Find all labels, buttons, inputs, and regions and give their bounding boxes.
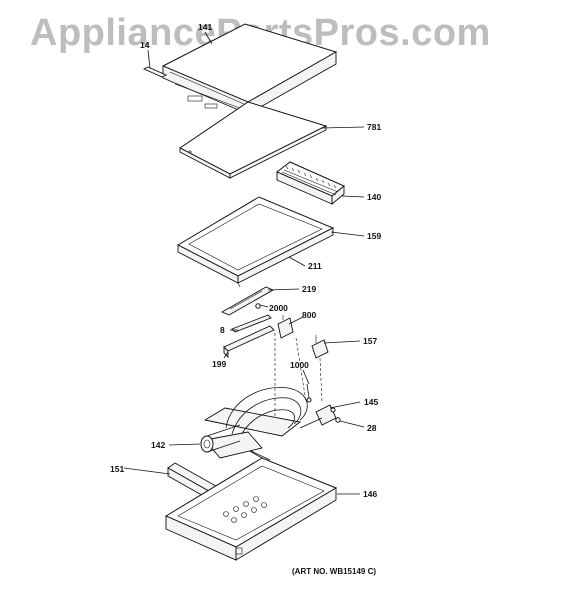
part-781-plate[interactable] <box>179 101 328 179</box>
leader-lines <box>123 31 365 495</box>
callout-800: 800 <box>302 310 316 320</box>
part-140-grille[interactable] <box>276 161 345 205</box>
callout-1000: 1000 <box>290 360 309 370</box>
part-146-drip-pan[interactable] <box>164 457 338 561</box>
callout-211: 211 <box>308 261 322 271</box>
callout-159: 159 <box>367 231 381 241</box>
burner-assembly[interactable] <box>203 386 308 461</box>
callout-151: 151 <box>110 464 124 474</box>
callout-labels: 141 14 781 140 159 211 219 2000 8 800 15… <box>110 22 381 499</box>
part-28-orifice[interactable] <box>335 417 341 423</box>
callout-219: 219 <box>302 284 316 294</box>
callout-141: 141 <box>198 22 212 32</box>
callout-28: 28 <box>367 423 377 433</box>
part-159-griddle-tray[interactable] <box>176 196 335 288</box>
part-141-cover[interactable] <box>161 23 338 115</box>
callout-142: 142 <box>151 440 165 450</box>
art-number: (ART NO. WB15149 C) <box>292 567 376 576</box>
callout-145: 145 <box>364 397 378 407</box>
callout-199: 199 <box>212 359 226 369</box>
part-2000-screw[interactable] <box>255 303 261 309</box>
part-800-bracket[interactable] <box>277 315 294 339</box>
part-1000-pin[interactable] <box>306 383 312 403</box>
part-145-valve[interactable] <box>299 404 337 429</box>
callout-8: 8 <box>220 325 225 335</box>
part-199-bracket[interactable] <box>223 325 275 359</box>
callout-2000: 2000 <box>269 303 288 313</box>
part-157-valve-bracket[interactable] <box>311 335 329 359</box>
part-142-burner-tube[interactable] <box>200 424 241 453</box>
callout-157: 157 <box>363 336 377 346</box>
callout-781: 781 <box>367 122 381 132</box>
part-219-bracket[interactable] <box>220 286 275 316</box>
callout-140: 140 <box>367 192 381 202</box>
callout-146: 146 <box>363 489 377 499</box>
callout-14: 14 <box>140 40 150 50</box>
part-14-strip[interactable] <box>142 66 168 78</box>
part-8-rod[interactable] <box>231 314 272 333</box>
